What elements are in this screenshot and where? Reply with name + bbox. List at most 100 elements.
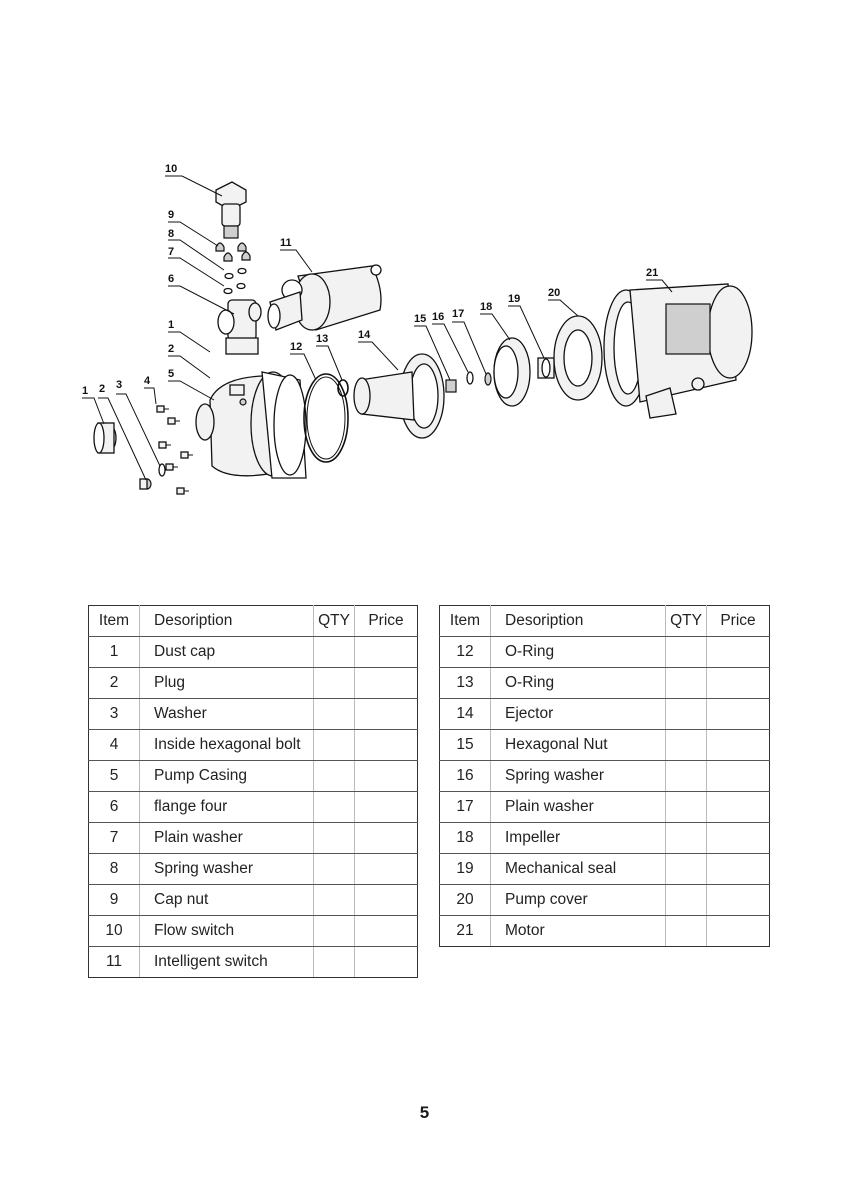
cell-description: Spring washer — [139, 853, 314, 885]
cell-item: 16 — [439, 760, 491, 792]
cell-price — [354, 729, 418, 761]
cell-item: 18 — [439, 822, 491, 854]
cell-description: Pump Casing — [139, 760, 314, 792]
cell-price — [354, 636, 418, 668]
part-cap-nuts — [215, 242, 251, 262]
callout-13: 13 — [316, 333, 328, 345]
cell-item: 4 — [88, 729, 140, 761]
leader-lines — [82, 175, 673, 481]
header-item: Item — [439, 605, 491, 637]
part-impeller — [493, 337, 531, 407]
header-item: Item — [88, 605, 140, 637]
part-pump-cover — [553, 315, 603, 401]
part-hex-nut — [445, 379, 457, 393]
part-plain-washers — [223, 267, 247, 295]
cell-description: flange four — [139, 791, 314, 823]
cell-item: 13 — [439, 667, 491, 699]
header-qty: QTY — [665, 605, 707, 637]
exploded-pump-diagram: 10 9 8 7 6 11 1 2 5 4 1 2 3 12 13 14 15 … — [82, 163, 753, 495]
cell-qty — [313, 667, 355, 699]
cell-item: 14 — [439, 698, 491, 730]
cell-qty — [313, 636, 355, 668]
cell-item: 12 — [439, 636, 491, 668]
part-flow-switch — [215, 181, 247, 239]
cell-price — [706, 915, 770, 947]
cell-price — [354, 667, 418, 699]
cell-item: 11 — [88, 946, 140, 978]
cell-price — [354, 760, 418, 792]
cell-price — [706, 667, 770, 699]
cell-qty — [313, 853, 355, 885]
cell-description: Spring washer — [490, 760, 666, 792]
cell-description: Intelligent switch — [139, 946, 314, 978]
callout-19: 19 — [508, 293, 520, 305]
part-spring-washer — [466, 371, 474, 385]
cell-qty — [313, 884, 355, 916]
cell-item: 5 — [88, 760, 140, 792]
page-number: 5 — [419, 1103, 430, 1122]
callout-2-upper: 2 — [168, 343, 174, 355]
callout-17: 17 — [452, 308, 464, 320]
cell-description: Cap nut — [139, 884, 314, 916]
cell-price — [706, 636, 770, 668]
cell-qty — [313, 915, 355, 947]
cell-item: 7 — [88, 822, 140, 854]
callout-16: 16 — [432, 311, 444, 323]
cell-price — [706, 760, 770, 792]
cell-item: 1 — [88, 636, 140, 668]
callout-2: 2 — [99, 383, 105, 395]
cell-description: Plug — [139, 667, 314, 699]
cell-qty — [313, 946, 355, 978]
header-description: Desoription — [490, 605, 666, 637]
callout-6: 6 — [168, 273, 174, 285]
cell-price — [354, 698, 418, 730]
cell-qty — [313, 698, 355, 730]
cell-price — [354, 915, 418, 947]
cell-description: O-Ring — [490, 667, 666, 699]
part-mechanical-seal — [537, 357, 555, 379]
cell-qty — [665, 636, 707, 668]
part-o-ring-large — [303, 373, 349, 463]
cell-qty — [665, 729, 707, 761]
cell-qty — [313, 760, 355, 792]
cell-description: Mechanical seal — [490, 853, 666, 885]
cell-description: Pump cover — [490, 884, 666, 916]
callout-8: 8 — [168, 228, 174, 240]
cell-description: Impeller — [490, 822, 666, 854]
header-price: Price — [354, 605, 418, 637]
cell-description: Dust cap — [139, 636, 314, 668]
part-motor — [603, 283, 753, 419]
cell-price — [354, 946, 418, 978]
cell-qty — [665, 822, 707, 854]
cell-description: Ejector — [490, 698, 666, 730]
callout-18: 18 — [480, 301, 492, 313]
cell-qty — [313, 729, 355, 761]
part-o-ring-small — [337, 379, 349, 397]
callout-1-upper: 1 — [168, 319, 174, 331]
cell-item: 2 — [88, 667, 140, 699]
cell-item: 8 — [88, 853, 140, 885]
cell-price — [706, 884, 770, 916]
cell-qty — [665, 915, 707, 947]
part-intelligent-switch — [267, 264, 382, 331]
table-header-row: Item Desoription QTY Price — [88, 605, 418, 637]
callout-4: 4 — [144, 375, 151, 387]
table-header-row: Item Desoription QTY Price — [439, 605, 770, 637]
callout-20: 20 — [548, 287, 560, 299]
cell-description: Inside hexagonal bolt — [139, 729, 314, 761]
header-qty: QTY — [313, 605, 355, 637]
